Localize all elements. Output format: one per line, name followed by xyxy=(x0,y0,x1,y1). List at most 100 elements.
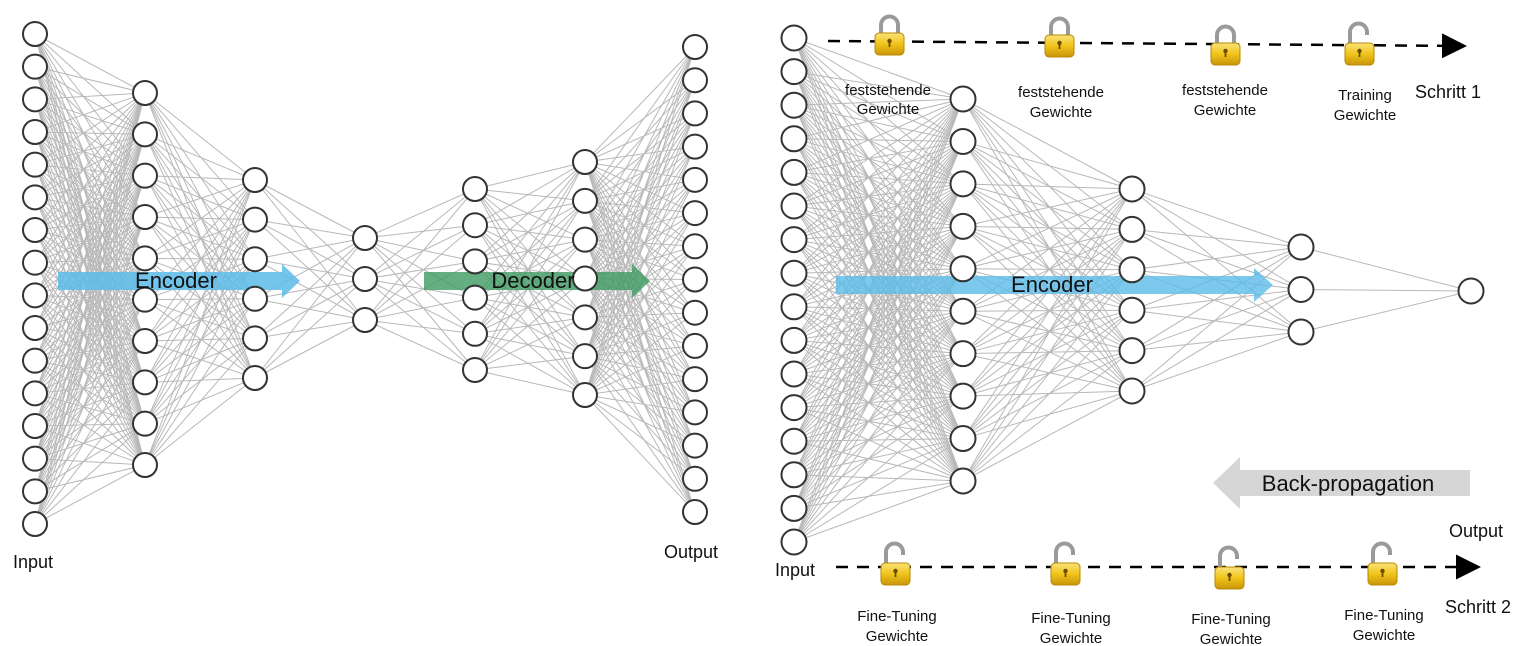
step2-lock-caption-2: Fine-Tuning xyxy=(1031,610,1110,627)
autoencoder-neuron xyxy=(572,265,598,292)
pretraining-neuron xyxy=(780,360,808,388)
pretraining-neuron xyxy=(780,326,808,354)
autoencoder-neuron xyxy=(22,445,48,472)
autoencoder-neuron xyxy=(22,53,48,80)
autoencoder-neuron xyxy=(22,151,48,178)
step1-lock-caption-4: Training xyxy=(1338,87,1392,104)
autoencoder-neuron xyxy=(242,285,268,312)
encoder-label: Encoder xyxy=(135,268,217,293)
unlocked-lock-icon xyxy=(1367,541,1398,586)
pretraining-neuron xyxy=(1287,233,1315,261)
autoencoder-neuron xyxy=(242,325,268,352)
autoencoder-neuron xyxy=(682,67,708,94)
pretraining-neurons xyxy=(780,24,1485,556)
step1-lock-caption-4b: Gewichte xyxy=(1334,107,1397,124)
step1-label: Schritt 1 xyxy=(1415,82,1481,102)
pretraining-output-label: Output xyxy=(1449,521,1503,541)
autoencoder-neurons xyxy=(22,21,708,537)
output-label: Output xyxy=(664,542,718,562)
autoencoder-neuron xyxy=(242,206,268,233)
autoencoder-neuron xyxy=(572,149,598,175)
step2-label: Schritt 2 xyxy=(1445,597,1511,617)
unlocked-lock-icon xyxy=(1050,541,1081,586)
autoencoder-neuron xyxy=(132,80,158,106)
autoencoder-neuron xyxy=(22,380,48,407)
pretraining-neuron xyxy=(949,467,977,495)
step1-lock-caption-3: feststehende xyxy=(1182,82,1268,99)
pretraining-neuron xyxy=(780,91,808,119)
autoencoder-neuron xyxy=(132,204,158,230)
autoencoder-neuron xyxy=(572,382,598,408)
autoencoder-neuron xyxy=(242,167,268,193)
pretraining-neuron xyxy=(780,226,808,254)
pretraining-neuron xyxy=(780,427,808,455)
pretraining-neuron xyxy=(949,382,977,410)
autoencoder-neuron xyxy=(352,266,378,292)
pretraining-neuron xyxy=(949,297,977,325)
autoencoder-neuron xyxy=(682,133,708,160)
autoencoder-neuron xyxy=(572,226,598,253)
pretraining-neuron xyxy=(949,170,977,198)
autoencoder-neuron xyxy=(682,233,708,260)
pretraining-neuron xyxy=(949,425,977,453)
step2-lock-caption-3b: Gewichte xyxy=(1200,631,1263,646)
pretraining-neuron xyxy=(780,58,808,86)
autoencoder-neuron xyxy=(22,249,48,276)
pretraining-connections xyxy=(793,37,1472,543)
autoencoder-neuron xyxy=(22,347,48,374)
pretraining-neuron xyxy=(780,528,808,556)
backprop-arrow xyxy=(1213,457,1470,509)
unlocked-lock-icon xyxy=(1344,21,1375,66)
autoencoder-neuron xyxy=(682,166,708,193)
autoencoder-neuron xyxy=(132,286,158,313)
pretraining-neuron xyxy=(949,127,977,155)
step1-lock-caption-1b: Gewichte xyxy=(857,101,920,118)
pretraining-encoder-label: Encoder xyxy=(1011,272,1093,297)
step1-lock-caption-1: feststehende xyxy=(845,82,931,99)
unlocked-lock-icon xyxy=(880,541,911,586)
pretraining-neuron xyxy=(1118,256,1146,284)
input-label: Input xyxy=(13,552,53,572)
autoencoder-neuron xyxy=(132,245,158,272)
autoencoder-neuron xyxy=(682,299,708,326)
autoencoder-neuron xyxy=(132,121,158,148)
autoencoder-neuron xyxy=(242,365,268,391)
pretraining-input-label: Input xyxy=(775,560,815,580)
autoencoder-neuron xyxy=(22,478,48,505)
pretraining-neuron xyxy=(780,293,808,321)
autoencoder-neuron xyxy=(22,511,48,537)
autoencoder-neuron xyxy=(22,315,48,341)
step2-locks: Fine-Tuning Gewichte Fine-Tuning Gewicht… xyxy=(857,541,1424,646)
autoencoder-neuron xyxy=(132,328,158,354)
autoencoder-neuron xyxy=(682,366,708,393)
autoencoder-neuron xyxy=(682,332,708,359)
autoencoder-neuron xyxy=(132,369,158,396)
pretraining-encoder-arrow xyxy=(836,268,1273,302)
step1-lock-caption-2b: Gewichte xyxy=(1030,104,1093,121)
autoencoder-neuron xyxy=(132,162,158,189)
pretraining-neuron xyxy=(1118,215,1146,243)
autoencoder-neuron xyxy=(462,176,488,202)
step1-locks: feststehende Gewichte feststehende Gewic… xyxy=(845,14,1397,124)
pretraining-neuron xyxy=(1118,175,1146,203)
pretraining-neuron xyxy=(780,125,808,153)
pretraining-neuron xyxy=(1118,296,1146,324)
autoencoder-neuron xyxy=(22,413,48,439)
autoencoder-neuron xyxy=(682,499,708,525)
autoencoder-neuron xyxy=(22,282,48,309)
encoder-arrow xyxy=(58,264,300,298)
autoencoder-neuron xyxy=(132,410,158,437)
autoencoder-neuron xyxy=(572,187,598,214)
unlocked-lock-icon xyxy=(1214,545,1245,590)
autoencoder-neuron xyxy=(462,320,488,347)
step2-lock-caption-2b: Gewichte xyxy=(1040,630,1103,646)
autoencoder-neuron xyxy=(462,284,488,311)
autoencoder-neuron xyxy=(682,399,708,426)
pretraining-neuron xyxy=(1287,318,1315,346)
autoencoder-neuron xyxy=(22,21,48,47)
autoencoder-neuron xyxy=(22,119,48,145)
pretraining-neuron xyxy=(1118,337,1146,365)
step1-lock-caption-3b: Gewichte xyxy=(1194,102,1257,119)
autoencoder-neuron xyxy=(682,34,708,60)
